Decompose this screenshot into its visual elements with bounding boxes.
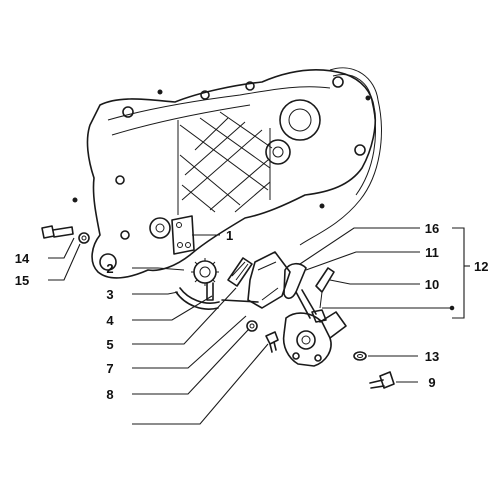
callout-15: 15 xyxy=(15,273,29,288)
leader-lines xyxy=(48,227,470,425)
callout-13: 13 xyxy=(425,349,439,364)
part-5-bracket xyxy=(221,251,291,309)
part-1-cover-plate xyxy=(171,215,195,255)
callout-12: 12 xyxy=(474,259,488,274)
callout-2: 2 xyxy=(106,261,113,276)
callout-10: 10 xyxy=(425,277,439,292)
callout-9: 9 xyxy=(428,375,435,390)
callout-7: 7 xyxy=(106,361,113,376)
part-11-pipe xyxy=(295,289,327,323)
callout-labels: 1 2 3 4 5 7 8 9 10 11 12 13 14 15 16 xyxy=(15,221,489,402)
callout-14: 14 xyxy=(15,251,30,266)
callout-8: 8 xyxy=(106,387,113,402)
part-9-bolt xyxy=(369,371,395,389)
part-13-washer xyxy=(353,351,367,361)
part-14-bolt xyxy=(41,225,74,239)
callout-1: 1 xyxy=(226,228,233,243)
part-2-gear xyxy=(191,258,219,301)
part-10-pipe xyxy=(315,267,335,309)
part-15-washer xyxy=(78,232,90,244)
callout-3: 3 xyxy=(106,287,113,302)
part-7-washer xyxy=(246,320,258,332)
callout-4: 4 xyxy=(106,313,114,328)
callout-11: 11 xyxy=(425,245,439,260)
callout-16: 16 xyxy=(425,221,439,236)
callout-5: 5 xyxy=(106,337,113,352)
part-12-pump-body xyxy=(282,311,347,367)
part-8-screw xyxy=(265,331,279,353)
part-4-pin xyxy=(227,257,253,287)
crankcase xyxy=(72,67,382,279)
